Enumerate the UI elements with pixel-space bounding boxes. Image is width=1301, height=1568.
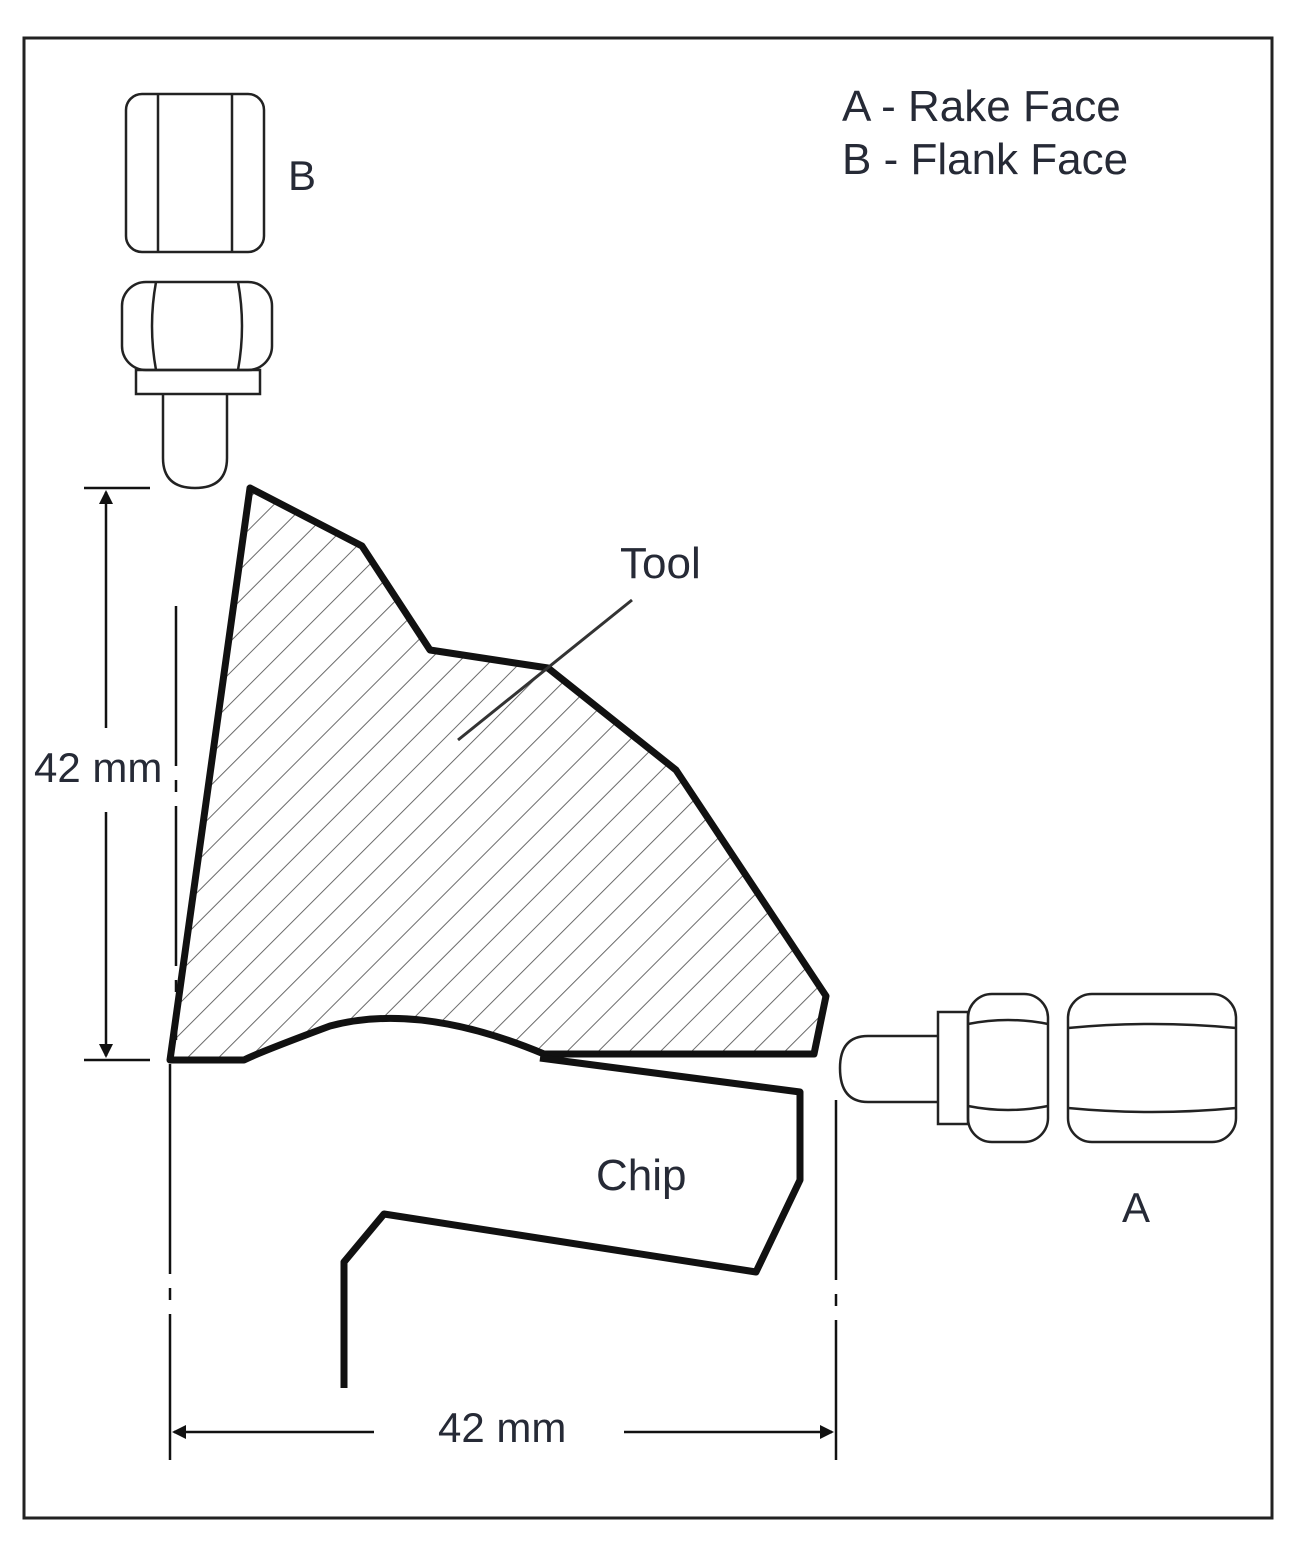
horizontal-dimension-label: 42 mm (438, 1404, 566, 1451)
vertical-dimension (84, 486, 178, 1062)
nozzle-b-label: B (288, 152, 316, 199)
tool-label: Tool (620, 539, 701, 588)
legend-rake-face: A - Rake Face (842, 82, 1121, 131)
chip-label: Chip (596, 1151, 687, 1200)
nozzle-b (120, 92, 274, 490)
legend-flank-face: B - Flank Face (842, 135, 1128, 184)
nozzle-a-label: A (1122, 1184, 1150, 1231)
diagram-frame (22, 36, 1274, 1520)
vertical-dimension-label: 42 mm (34, 744, 162, 791)
nozzle-a (838, 992, 1238, 1144)
chip-body (340, 1054, 804, 1388)
tool-body (166, 484, 830, 1064)
tool-leader-line (457, 598, 633, 742)
horizontal-dimension (168, 1064, 838, 1460)
